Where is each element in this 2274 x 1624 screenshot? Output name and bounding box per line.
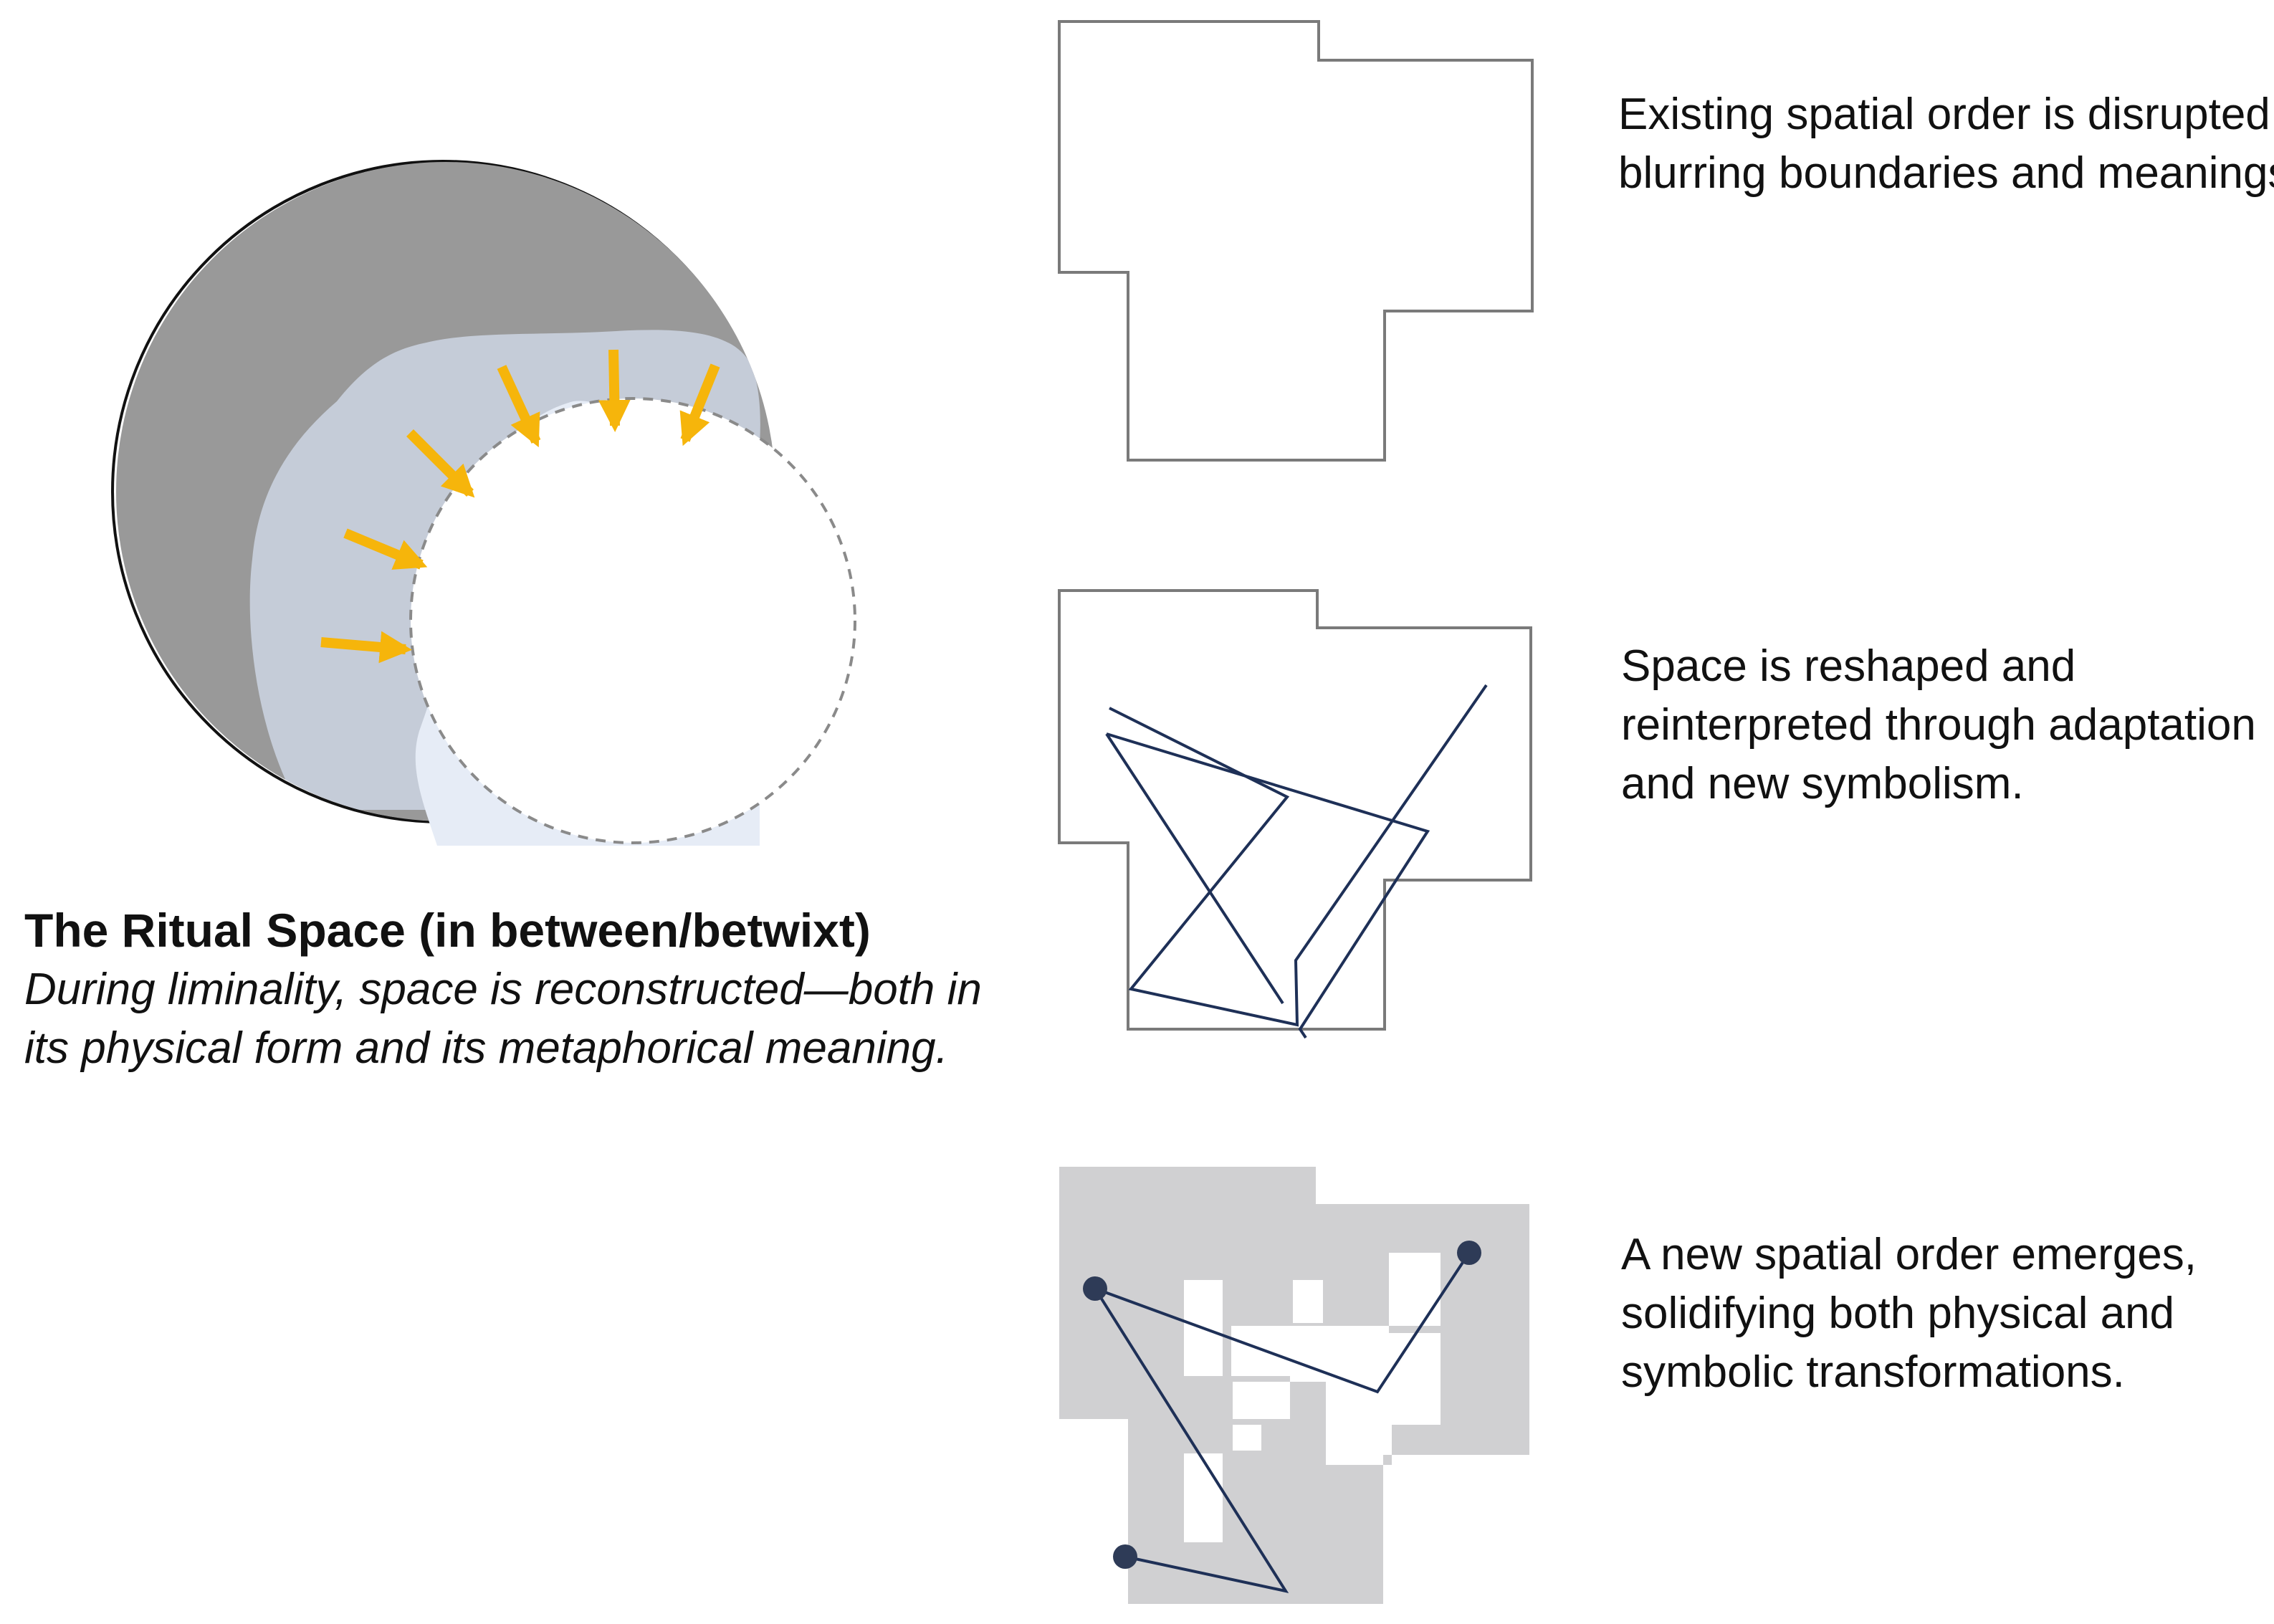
path-line	[1109, 684, 1488, 1027]
emerging-space-circle	[409, 397, 856, 844]
stage2-description: Space is reshaped and reinterpreted thro…	[1621, 641, 2256, 808]
arrow	[406, 429, 475, 498]
path-line	[1105, 732, 1284, 1005]
ritual-space-illustration	[111, 160, 856, 846]
node-dot	[1113, 1544, 1137, 1569]
ritual-caption: The Ritual Space (in between/betwixt) Du…	[24, 900, 1013, 1078]
node-dot	[1457, 1241, 1481, 1265]
arrow	[679, 363, 720, 446]
ritual-description: During liminality, space is reconstructe…	[24, 965, 982, 1073]
stage3-floorplan	[1059, 1167, 1529, 1604]
stage1-description: Existing spatial order is disrupted, blu…	[1618, 90, 2274, 198]
stage3-description: A new spatial order emerges, solidifying…	[1621, 1230, 2197, 1397]
stage3-path	[1083, 1241, 1481, 1593]
stage3-solid-plan	[1059, 1167, 1529, 1604]
arrow	[320, 631, 412, 664]
stage1-floorplan	[1058, 20, 1534, 462]
stage2-reinterpretation-lines	[1105, 684, 1488, 1039]
inward-arrows	[320, 349, 720, 664]
ritual-title: The Ritual Space (in between/betwixt)	[24, 904, 871, 957]
path-line	[1106, 732, 1430, 1039]
arrow	[343, 528, 428, 570]
node-dot	[1083, 1276, 1107, 1301]
arrow	[497, 365, 541, 448]
stage2-floorplan	[1058, 589, 1532, 1031]
arrow	[598, 349, 631, 432]
